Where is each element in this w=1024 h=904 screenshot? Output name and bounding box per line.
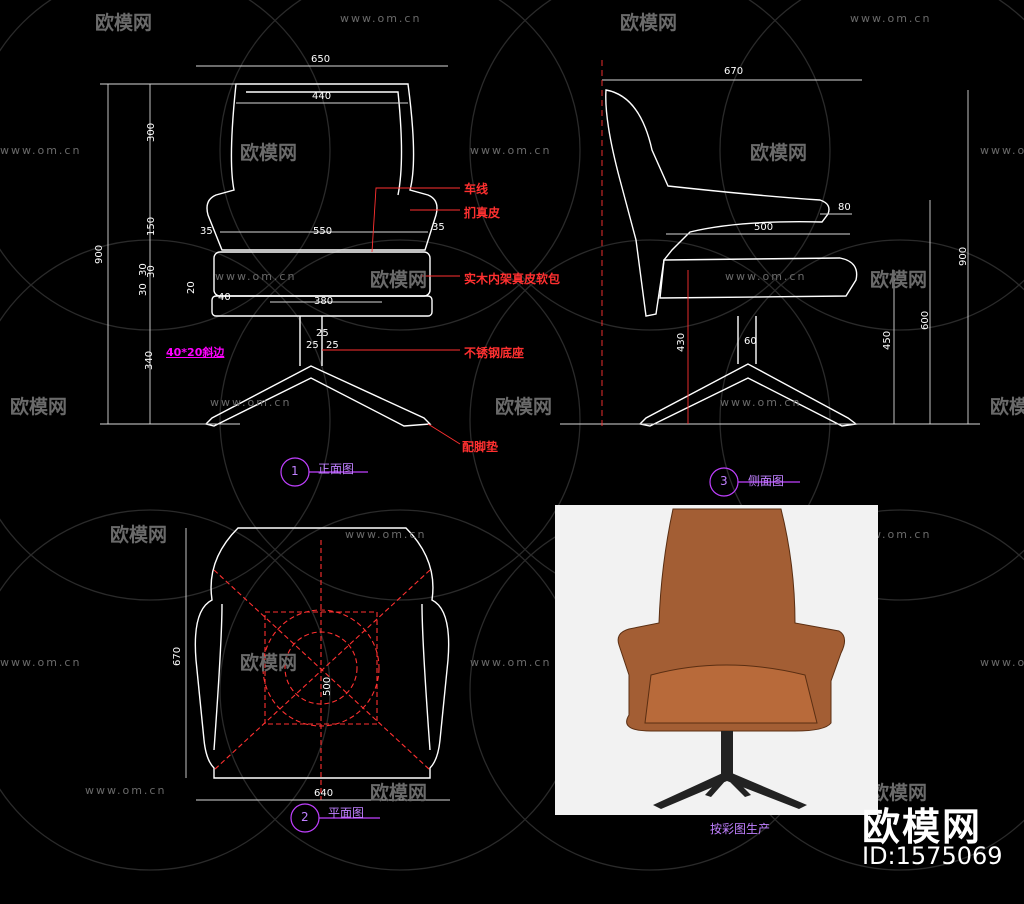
front-inner-back [246,91,403,196]
watermark-logo: 欧模网 [95,12,153,34]
chair-photo-illustration [617,508,845,809]
watermark-url: www.om.cn [210,396,292,409]
dim-side-base-post: 60 [744,336,757,347]
dim-front-seat-width: 550 [313,226,333,237]
dim-plan-depth: 670 [172,646,183,666]
dim-front-h-back: 300 [146,122,157,142]
watermark-logo: 欧模网 [240,652,298,674]
plan-dimension-lines [185,528,450,801]
brand-name: 欧模网 [862,805,983,849]
watermark-url: www.om.cn [215,270,297,283]
annotation-frame: 实木内架真皮软包 [464,272,561,286]
watermark-url: www.om.cn [850,12,932,25]
photo-column [721,731,733,775]
plan-view-title: 平面图 [328,806,365,820]
watermark-url: www.om.cn [340,12,422,25]
dim-front-height-total: 900 [94,244,105,264]
watermark-logo: 欧模网 [110,524,168,546]
dim-side-arm-end: 80 [838,202,851,213]
photo-caption: 按彩图生产 [710,822,771,836]
dim-front-back-width: 440 [312,91,332,102]
plan-outline [194,527,450,779]
dim-side-height-total: 900 [958,246,969,266]
watermark-logo: 欧模网 [10,396,68,418]
watermark-logo: 欧模网 [495,396,553,418]
dim-front-col-a: 25 [316,328,329,339]
front-view-title: 正面图 [318,462,355,476]
dim-side-seat-depth: 500 [754,222,774,233]
watermark-url: www.om.cn [345,528,427,541]
front-column [299,316,323,366]
dim-front-col-b: 25 [306,340,319,351]
brand-id: ID:1575069 [862,842,1003,870]
dim-front-leg-gap: 20 [186,281,197,294]
dim-side-overall-depth: 670 [724,66,744,77]
dim-front-h-arm: 150 [146,216,157,236]
watermark-url: www.om.cn [725,270,807,283]
plan-inner [213,603,431,751]
annotation-edge: 40*20斜边 [166,346,225,359]
annotation-stitch: 车线 [464,182,489,196]
plan-view [194,527,450,779]
dim-front-h-b: 30 [146,265,157,278]
view-label-circles [280,457,800,833]
front-dimension-lines [100,65,448,425]
dim-front-overall-width: 650 [311,54,331,65]
watermark-url: www.om.cn [85,784,167,797]
photo-seat [644,664,818,724]
watermark-logo: 欧模网 [370,269,428,291]
watermark-url: www.om.cn [980,144,1024,157]
watermark-url: www.om.cn [0,144,82,157]
dim-front-arm-left: 35 [200,226,213,237]
dim-front-h-base: 340 [144,350,155,370]
side-backrest [605,89,830,317]
dim-front-h-c: 30 [138,283,149,296]
watermark-logo: 欧模网 [370,782,428,804]
watermark-logo: 欧模网 [750,142,808,164]
watermark-url: www.om.cn [470,656,552,669]
side-dimension-lines [560,79,980,425]
side-legs [638,363,858,427]
side-view [605,89,858,427]
dim-front-arm-right: 35 [432,222,445,233]
front-view [204,83,438,427]
plan-view-number: 2 [301,810,309,824]
dim-plan-width: 640 [314,788,334,799]
annotation-leather: 扪真皮 [464,206,501,220]
watermark-url: www.om.cn [720,396,802,409]
dim-plan-center: 500 [322,676,333,696]
watermark-logo: 欧模网 [240,142,298,164]
watermark-url: www.om.cn [470,144,552,157]
plan-base-projection [213,540,431,800]
side-view-title: 侧面图 [748,474,785,488]
annotation-base: 不锈钢底座 [464,346,525,360]
side-column [737,316,757,364]
product-photo [555,505,878,815]
dim-front-base-offset: 40 [218,292,231,303]
watermark-logo: 欧模网 [870,269,928,291]
front-legs [204,365,432,427]
dim-front-seat-bottom: 380 [314,296,334,307]
watermark-logo: 欧模网 [870,782,928,804]
front-backrest [206,83,438,251]
side-view-number: 3 [720,474,728,488]
front-annotation-lines [322,187,461,445]
watermark-url: www.om.cn [980,656,1024,669]
watermark-logo: 欧模网 [990,396,1024,418]
dim-front-col-c: 25 [326,340,339,351]
side-seat [659,257,858,299]
watermark-logo: 欧模网 [620,12,678,34]
dim-side-seat-height: 430 [676,332,687,352]
annotation-foot-pad: 配脚垫 [462,440,499,454]
dim-side-height-arm: 600 [920,310,931,330]
photo-legs [653,771,807,809]
front-view-number: 1 [291,464,299,478]
watermark-url: www.om.cn [0,656,82,669]
dim-side-arm-height: 450 [882,330,893,350]
